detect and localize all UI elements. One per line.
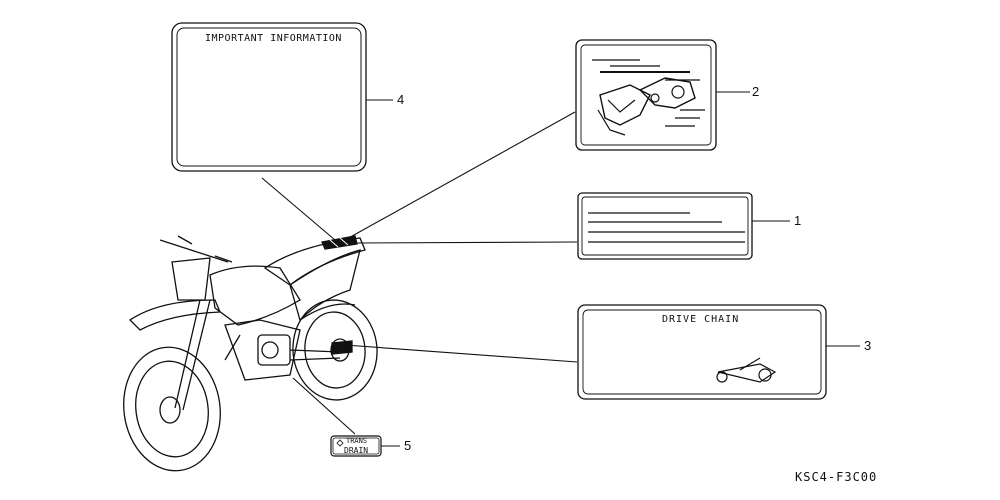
callout-number-4: 4 <box>397 92 405 107</box>
leader-line-2-to-seat <box>344 111 576 241</box>
leader-line-4-to-seat <box>261 177 336 241</box>
label4-title: IMPORTANT INFORMATION <box>205 33 342 44</box>
leader-line-1-to-seat <box>354 241 578 244</box>
label-illustrated-caution <box>575 39 717 151</box>
leader-line-5-to-drain <box>292 377 356 435</box>
label3-title: DRIVE CHAIN <box>662 314 740 325</box>
motorcycle-illustration <box>123 235 378 472</box>
diagram-code: KSC4-F3C00 <box>795 470 878 484</box>
label-lined-info <box>577 192 753 260</box>
callout-number-2: 2 <box>752 84 760 99</box>
callout-number-5: 5 <box>404 438 412 453</box>
callout-number-3: 3 <box>864 338 872 353</box>
label-important-information <box>171 22 367 172</box>
leader-lines <box>261 91 860 447</box>
callout-number-1: 1 <box>794 213 802 228</box>
leader-line-3-to-chain <box>344 344 578 363</box>
label5-line2: DRAIN <box>344 446 369 455</box>
label5-line1: TRANS <box>346 437 368 445</box>
label-drive-chain <box>577 304 827 400</box>
